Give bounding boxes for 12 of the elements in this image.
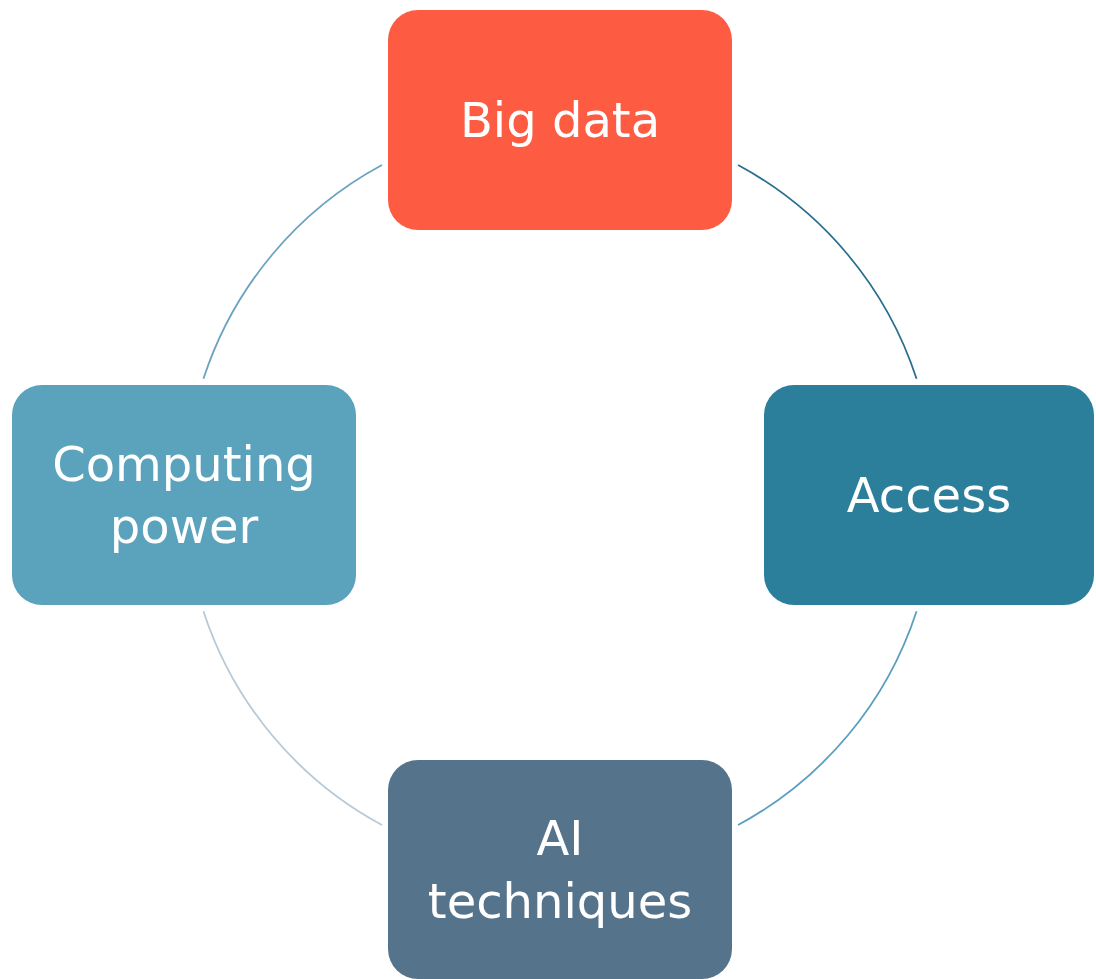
connector-arc bbox=[737, 164, 918, 380]
box-label: Access bbox=[846, 465, 1012, 525]
rounded-box bbox=[764, 385, 1094, 605]
connector-arc bbox=[202, 164, 383, 380]
rounded-box bbox=[12, 385, 356, 605]
connector-arc bbox=[202, 610, 383, 826]
connector-arc bbox=[737, 610, 918, 826]
box-label: Big data bbox=[459, 90, 661, 150]
box-label: Computing power bbox=[51, 434, 317, 556]
box-label: AI techniques bbox=[426, 809, 694, 931]
rounded-box bbox=[388, 10, 732, 230]
rounded-box bbox=[388, 760, 732, 979]
